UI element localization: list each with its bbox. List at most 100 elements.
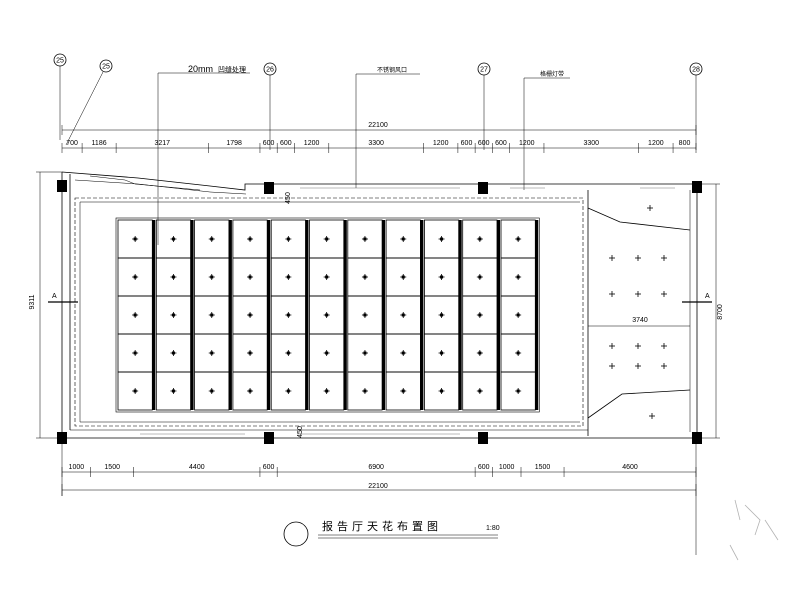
small-dim-bottom: 450	[297, 426, 304, 438]
panel-reveal	[497, 258, 500, 296]
column	[692, 181, 702, 193]
diffuser-icon	[247, 388, 254, 394]
diffuser-icon	[476, 236, 483, 242]
downlight-icon	[661, 291, 667, 297]
panel-reveal	[458, 258, 462, 296]
dim-label: 1500	[104, 464, 120, 471]
panel-reveal	[535, 258, 539, 296]
diffuser-icon	[438, 350, 445, 356]
ceiling-panel	[232, 371, 268, 411]
panel-reveal	[228, 220, 232, 258]
diffuser-icon	[132, 388, 139, 394]
panel-reveal	[497, 296, 500, 334]
panel-reveal	[382, 334, 386, 372]
panel-reveal	[382, 372, 386, 410]
diffuser-icon	[323, 274, 330, 280]
panel-reveal	[305, 258, 309, 296]
panel-reveal	[228, 296, 232, 334]
diffuser-icon	[515, 274, 522, 280]
diffuser-icon	[323, 312, 330, 318]
panel-reveal	[343, 220, 347, 258]
overall-dim-bottom: 22100	[368, 483, 388, 490]
panel-reveal	[305, 372, 309, 410]
dim-label: 1186	[92, 140, 107, 147]
dim-label: 600	[280, 140, 292, 147]
diffuser-icon	[208, 236, 215, 242]
dim-label: 1200	[433, 140, 449, 147]
section-mark-right: A	[705, 293, 710, 300]
column	[57, 180, 67, 192]
panel-reveal	[382, 296, 386, 334]
diffuser-icon	[476, 350, 483, 356]
dim-label: 800	[679, 140, 691, 147]
panel-reveal	[343, 296, 347, 334]
dim-label: 600	[478, 464, 490, 471]
diffuser-icon	[247, 274, 254, 280]
stage-ceiling: 3740	[587, 190, 691, 436]
diffuser-icon	[285, 312, 292, 318]
ceiling-panel-grid	[115, 217, 540, 413]
column	[478, 182, 488, 194]
panel-reveal	[152, 296, 156, 334]
dim-label: 600	[478, 140, 490, 147]
dim-label: 600	[263, 140, 275, 147]
diffuser-icon	[323, 236, 330, 242]
column	[478, 432, 488, 444]
downlight-icon	[609, 343, 615, 349]
panel-reveal	[343, 334, 347, 372]
stage-downlights	[609, 205, 667, 419]
drawing-title: 报告厅天花布置图	[322, 519, 442, 533]
diffuser-icon	[323, 350, 330, 356]
diffuser-icon	[247, 312, 254, 318]
dim-label: 1200	[304, 140, 320, 147]
axis-label: 25	[56, 58, 64, 65]
panel-reveal	[382, 258, 386, 296]
dim-label: 1200	[648, 140, 664, 147]
stage-dim: 3740	[632, 317, 648, 324]
panel-reveal	[267, 296, 271, 334]
side-dimensions: 9311 8700	[29, 171, 724, 439]
column	[264, 182, 274, 194]
diffuser-icon	[400, 236, 407, 242]
grid-frame	[115, 217, 540, 413]
diffuser-icon	[438, 274, 445, 280]
panel-reveal	[228, 334, 232, 372]
panel-reveal	[228, 258, 232, 296]
panel-reveal	[382, 220, 386, 258]
panel-reveal	[190, 296, 194, 334]
column	[264, 432, 274, 444]
dim-label: 4400	[189, 464, 205, 471]
panel-reveal	[305, 296, 309, 334]
dim-label: 1000	[499, 464, 515, 471]
panel-reveal	[343, 258, 347, 296]
downlight-icon	[661, 363, 667, 369]
dim-label: 6900	[368, 464, 384, 471]
diffuser-icon	[438, 388, 445, 394]
downlight-icon	[609, 255, 615, 261]
panel-reveal	[228, 372, 232, 410]
light-note: 格栅灯带	[540, 70, 564, 78]
panel-reveal	[343, 372, 347, 410]
panel-reveal	[535, 220, 539, 258]
panel-reveal	[190, 372, 194, 410]
downlight-icon	[609, 363, 615, 369]
dim-label: 1000	[69, 464, 85, 471]
panel-reveal	[458, 372, 462, 410]
diffuser-icon	[476, 274, 483, 280]
column	[692, 432, 702, 444]
diffuser-icon	[361, 312, 368, 318]
section-marks: A A	[48, 293, 712, 303]
dim-label: 3217	[154, 140, 170, 147]
dim-label: 700	[66, 140, 78, 147]
downlight-icon	[635, 343, 641, 349]
diffuser-icon	[361, 388, 368, 394]
axis-label: 28	[692, 67, 700, 74]
panel-reveal	[420, 220, 424, 258]
diffuser-icon	[170, 388, 177, 394]
panel-reveal	[305, 220, 309, 258]
dim-label: 600	[495, 140, 507, 147]
panel-reveal	[458, 296, 462, 334]
axis-label: 27	[480, 67, 488, 74]
overall-dim-top: 22100	[368, 122, 388, 129]
